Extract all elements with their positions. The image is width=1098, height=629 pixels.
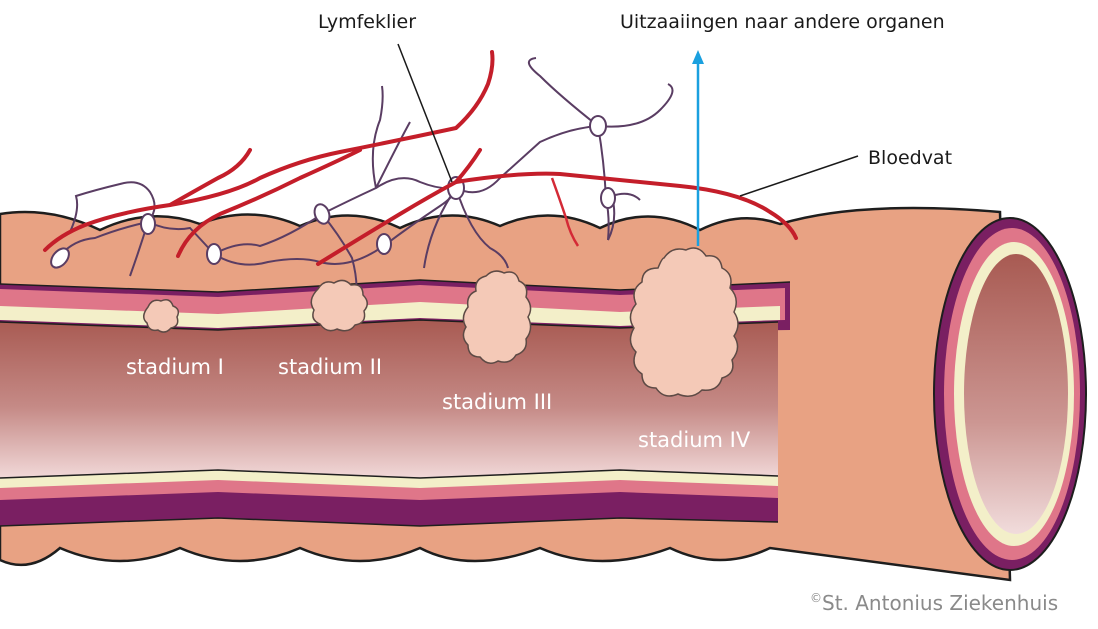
label-stage-4: stadium IV: [638, 428, 751, 452]
metastasis-arrow: [692, 50, 704, 246]
label-metastasis: Uitzaaiingen naar andere organen: [620, 11, 945, 33]
label-stage-2: stadium II: [278, 355, 382, 379]
lymph-node-leader-line: [398, 44, 452, 182]
copyright-text: St. Antonius Ziekenhuis: [822, 591, 1058, 615]
tumor-stage-4: [630, 248, 738, 396]
label-blood-vessel: Bloedvat: [868, 147, 952, 169]
blood-vessel-leader-line: [740, 156, 858, 196]
copyright-symbol: ©: [810, 591, 822, 605]
label-lymph-node: Lymfeklier: [318, 11, 416, 33]
copyright-notice: ©St. Antonius Ziekenhuis: [810, 591, 1058, 615]
tumor-stage-1: [144, 300, 179, 332]
colon-open-end: [934, 218, 1086, 570]
label-stage-1: stadium I: [126, 355, 224, 379]
label-stage-3: stadium III: [442, 390, 552, 414]
tumor-stage-2: [311, 280, 367, 330]
